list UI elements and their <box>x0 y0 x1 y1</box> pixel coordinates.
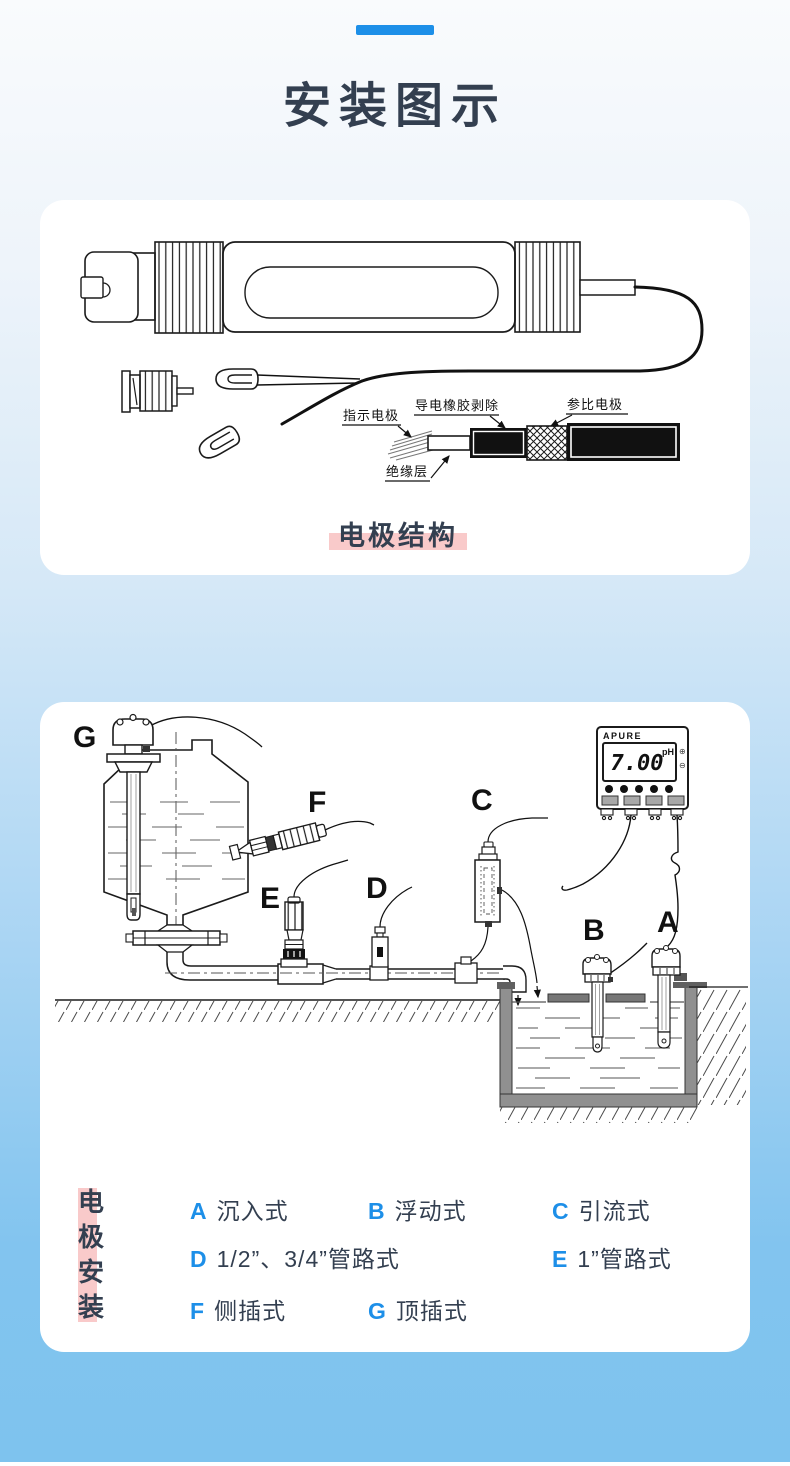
bnc-connector <box>121 370 194 413</box>
marker-d: D <box>366 872 388 905</box>
title-accent-bar <box>356 25 434 35</box>
installation-drawing: APURE 7.00 pH ⊕ ⊖ <box>55 713 748 1123</box>
legend-title-char: 安 <box>78 1257 105 1287</box>
electrode-structure-drawing: 指示电极 导电橡胶剥除 参比电极 绝缘层 电极结构 <box>80 241 704 551</box>
electrode-c-flow-cell <box>454 817 548 999</box>
legend-vertical-title: 电 极 安 装 <box>78 1185 118 1325</box>
meter-cable-glands <box>600 808 684 821</box>
callout-reference-electrode: 参比电极 <box>567 397 623 412</box>
marker-a: A <box>657 906 679 939</box>
installation-card: APURE 7.00 pH ⊕ ⊖ <box>40 702 750 1352</box>
callout-indicator-electrode: 指示电极 <box>343 408 399 423</box>
spade-terminal-upper <box>215 368 361 390</box>
meter-led-dots <box>605 785 673 793</box>
meter-cable-right <box>667 814 681 947</box>
page-title: 安装图示 <box>282 80 507 133</box>
callout-conductive-rubber: 导电橡胶剥除 <box>415 398 499 413</box>
electrode-e-pipe-mount <box>280 859 349 968</box>
meter-cable-left <box>561 814 632 891</box>
diagram-markers: G F E D C B A <box>73 721 679 947</box>
page-header: 安装图示 <box>0 0 790 200</box>
ground-left <box>55 999 500 1022</box>
pipe-run <box>125 924 527 1007</box>
outer-jacket-segment <box>567 423 680 461</box>
legend-title-char: 极 <box>78 1222 105 1252</box>
braid-segment <box>526 425 568 461</box>
meter-buttons[interactable] <box>601 795 685 806</box>
basin <box>497 982 748 1123</box>
electrode-b-floating <box>547 942 648 1053</box>
marker-c: C <box>471 784 493 817</box>
meter-indicator-icon-top: ⊕ <box>679 747 686 756</box>
marker-f: F <box>308 786 326 819</box>
meter-indicator-icon-bottom: ⊖ <box>679 761 686 770</box>
bottom-divider <box>0 1462 790 1466</box>
meter-unit: pH <box>662 747 674 757</box>
caption-text: 电极结构 <box>338 521 458 551</box>
electrode-cable <box>280 285 704 426</box>
ph-electrode-body <box>80 241 636 334</box>
card1-caption: 电极结构 <box>329 521 467 551</box>
ph-meter: APURE 7.00 pH ⊕ ⊖ <box>561 726 689 947</box>
legend-highlight-strip <box>78 1188 97 1322</box>
electrode-f-side-insertion <box>228 820 375 861</box>
electrode-structure-card: 指示电极 导电橡胶剥除 参比电极 绝缘层 电极结构 <box>40 200 750 575</box>
legend-title-char: 装 <box>78 1292 105 1322</box>
marker-g: G <box>73 721 96 754</box>
insulation-segment <box>427 435 471 451</box>
electrode-d-pipe-mount <box>369 886 413 981</box>
meter-reading: 7.00 <box>611 751 664 776</box>
meter-lcd <box>602 742 677 782</box>
legend-title-char: 电 <box>78 1187 105 1217</box>
marker-e: E <box>260 882 280 915</box>
marker-b: B <box>583 914 605 947</box>
electrode-a-submersion <box>651 945 687 1049</box>
callout-insulation-layer: 绝缘层 <box>386 464 428 479</box>
meter-brand: APURE <box>603 731 642 741</box>
conductive-rubber-segment <box>470 428 527 458</box>
cable-cross-section <box>387 423 680 461</box>
electrode-g-top-insertion <box>106 713 263 921</box>
spade-terminal-lower <box>194 423 243 463</box>
cross-section-callouts: 指示电极 导电橡胶剥除 参比电极 绝缘层 <box>342 397 628 482</box>
